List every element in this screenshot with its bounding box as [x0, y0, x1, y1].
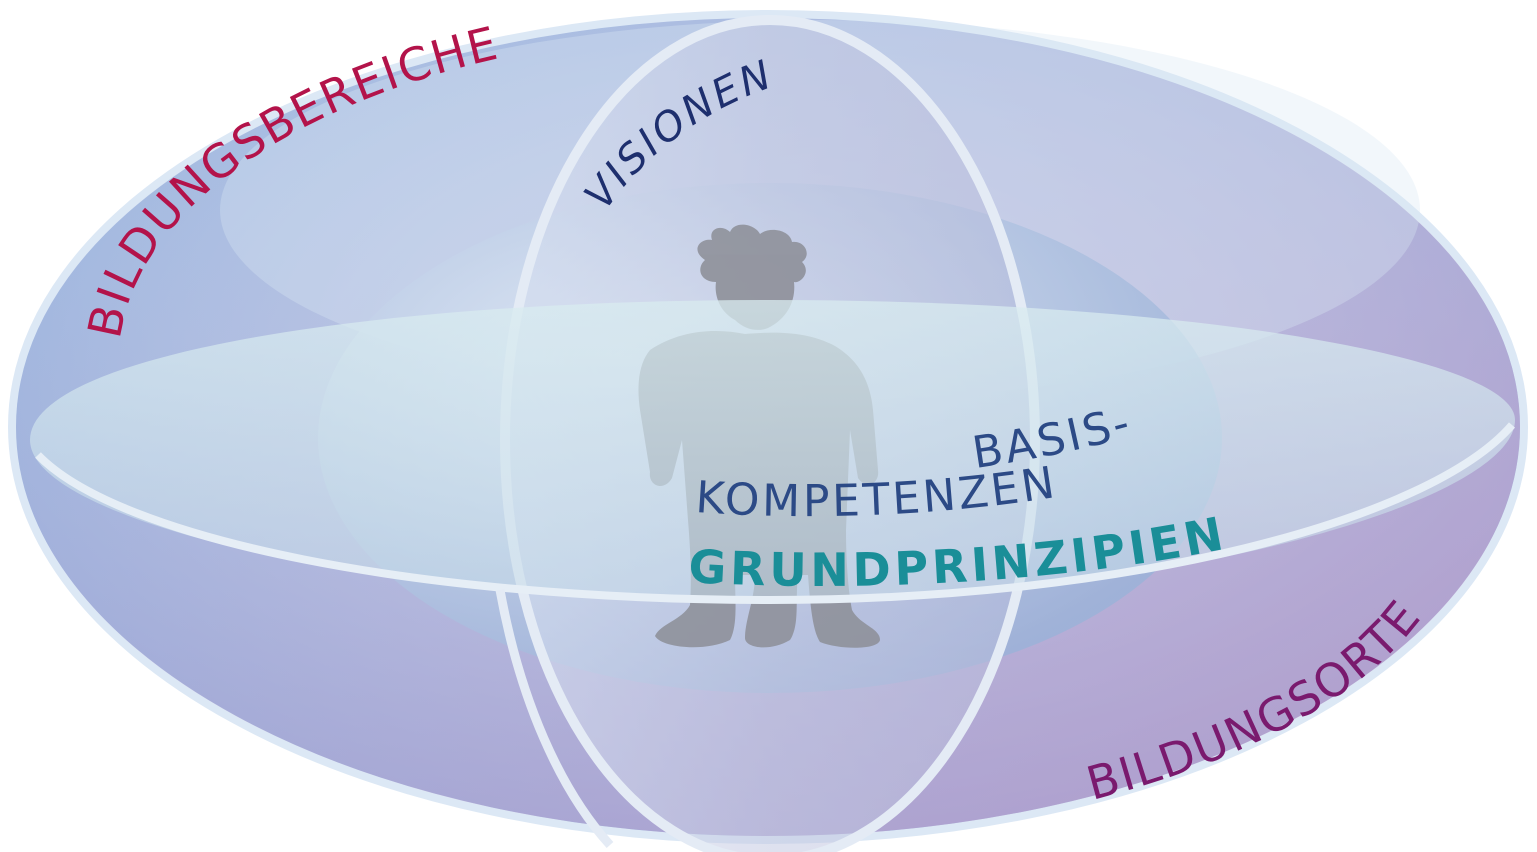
- vertical-ring-front: [495, 589, 614, 849]
- band-rim: [35, 422, 1516, 605]
- horizontal-band: [30, 300, 1515, 602]
